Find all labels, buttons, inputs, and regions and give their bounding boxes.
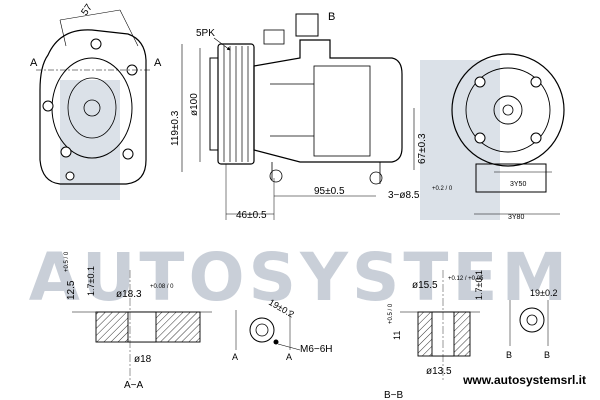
- aa-thread: M6−6H: [300, 344, 333, 355]
- bb-outer-diameter: ø13.5: [426, 366, 452, 377]
- aa-bore-tolerance: +0.08 / 0: [150, 284, 174, 290]
- front-bolt-holes: [42, 38, 138, 181]
- front-section-letter-right: A: [154, 57, 162, 69]
- bb-depth: 11: [392, 331, 402, 340]
- belt-label: 5PK: [196, 28, 215, 39]
- rear-dim-outer: 3Y80: [508, 214, 524, 221]
- side-view: 5PK B 119±0.3 ø100 67±0.3 95±0.5: [170, 11, 453, 221]
- section-bb: ø15.5 +0.12 / +0.05 1.7±0.1 11 +0.5 / 0 …: [384, 270, 557, 400]
- aa-height-a-tolerance: +0.5 / 0: [64, 251, 70, 272]
- bb-angle-dim: 19±0.2: [530, 288, 557, 298]
- bb-section-title: B−B: [384, 390, 404, 400]
- bb-depth-tolerance: +0.5 / 0: [388, 303, 394, 324]
- bb-bore: ø15.5: [412, 280, 438, 291]
- dim-mount-vertical: 67±0.3: [417, 133, 428, 164]
- bb-bore-tolerance: +0.12 / +0.05: [448, 276, 484, 282]
- rear-dim-inner: 3Y50: [510, 181, 526, 188]
- watermark-brand: AUTOSYSTEM: [29, 239, 571, 316]
- aa-height-a: 12.5: [66, 280, 77, 300]
- section-aa: 12.5 +0.5 / 0 1.7±0.1 ø18.3 +0.08 / 0 ø1…: [64, 251, 333, 391]
- aa-section-title: A−A: [124, 380, 144, 391]
- dim-length: 95±0.5: [314, 186, 345, 197]
- front-angle-dim: 57: [79, 2, 95, 18]
- aa-letter-left: A: [232, 352, 238, 362]
- aa-height-b: 1.7±0.1: [86, 266, 96, 296]
- aa-outer-diameter: ø18: [134, 354, 152, 365]
- bb-height-b: 1.7±0.1: [474, 270, 484, 300]
- side-section-letter: B: [328, 11, 335, 23]
- dim-offset: 46±0.5: [236, 210, 267, 221]
- front-section-letter-left: A: [30, 57, 38, 69]
- bb-letter-right: B: [544, 350, 550, 360]
- rear-view: 3Y50 3Y80: [451, 53, 565, 221]
- dim-holes-tolerance: +0.2 / 0: [432, 186, 453, 192]
- bb-letter-left: B: [506, 350, 512, 360]
- dim-holes: 3−ø8.5: [388, 190, 420, 201]
- website-link[interactable]: www.autosystemsrl.it: [462, 373, 586, 387]
- front-view: 57 A A: [30, 2, 162, 185]
- aa-letter-right: A: [286, 352, 292, 362]
- dim-pulley-diameter: ø100: [189, 93, 200, 116]
- aa-bore: ø18.3: [116, 289, 142, 300]
- dim-height: 119±0.3: [170, 110, 181, 146]
